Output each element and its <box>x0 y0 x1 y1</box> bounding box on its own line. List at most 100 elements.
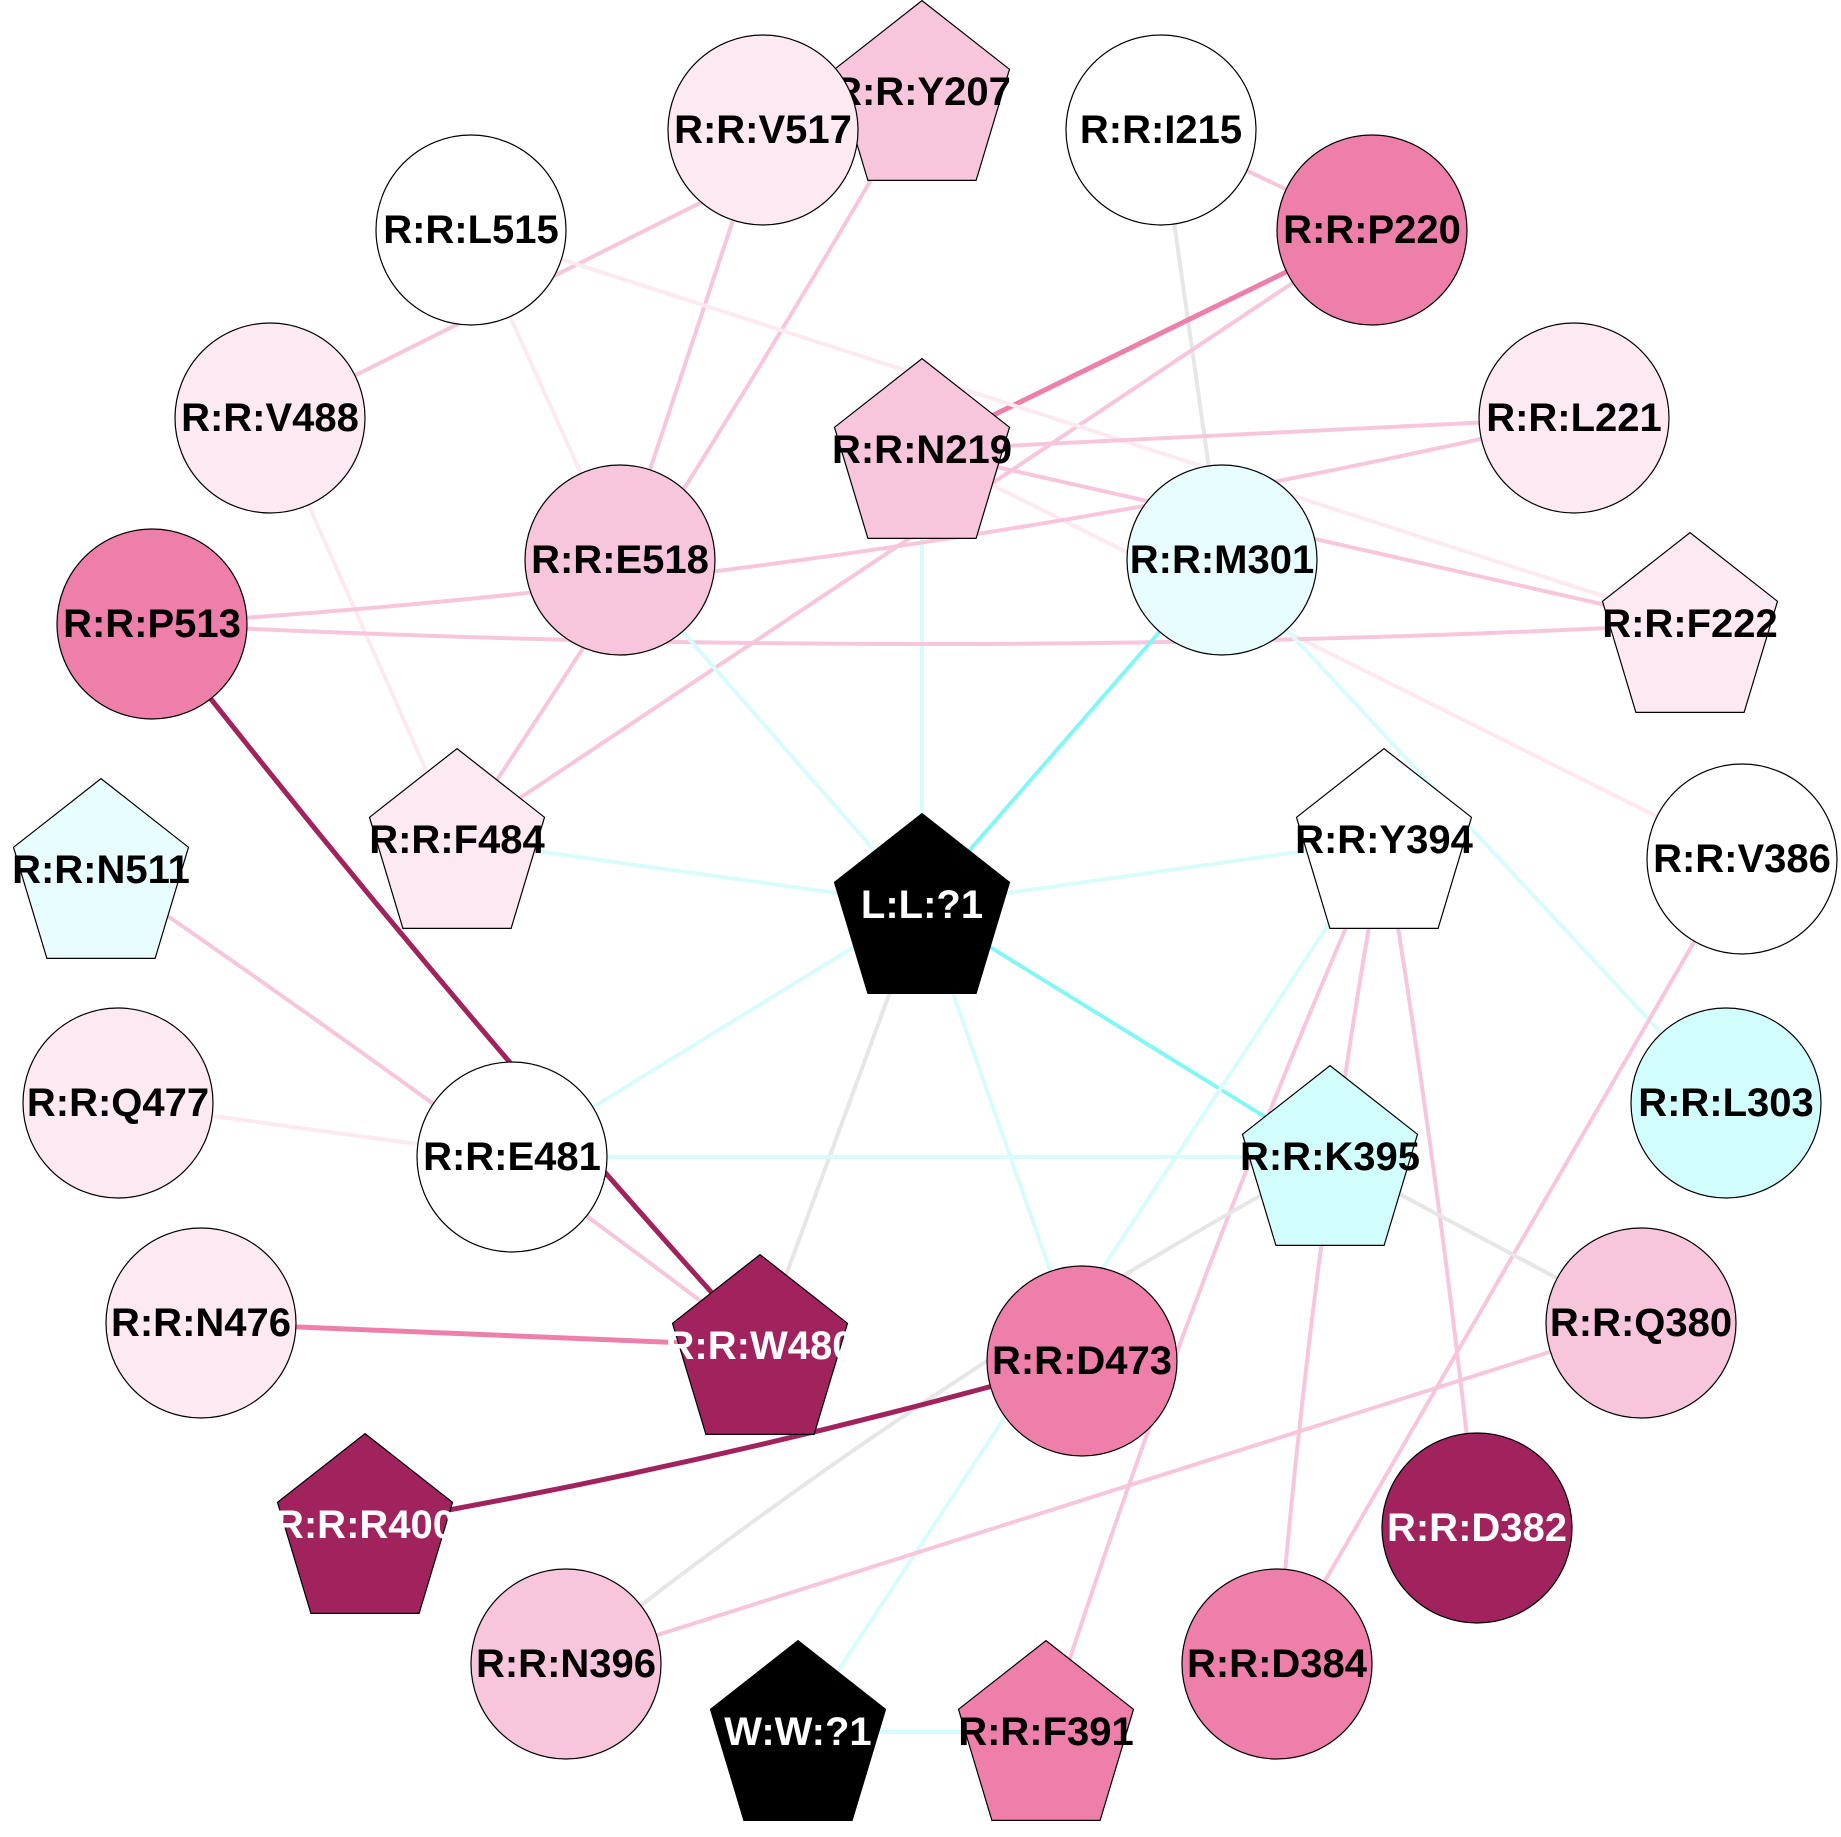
node-n511-label: R:R:N511 <box>12 848 190 892</box>
node-p513-label: R:R:P513 <box>63 602 241 646</box>
node-n219-label: R:R:N219 <box>832 428 1012 472</box>
node-n511-pentagon <box>12 777 190 960</box>
node-f484-pentagon <box>368 747 546 930</box>
node-q477-label: R:R:Q477 <box>27 1081 209 1125</box>
node-e518-label: R:R:E518 <box>531 538 709 582</box>
edge-m301-l303 <box>1220 558 1728 1105</box>
node-p513-circle <box>56 528 248 720</box>
node-d384: R:R:D384 <box>1181 1568 1373 1760</box>
node-d382: R:R:D382 <box>1381 1432 1573 1624</box>
node-e481: R:R:E481 <box>416 1061 608 1253</box>
node-l303-circle <box>1630 1007 1822 1199</box>
edge-y394-d382 <box>1382 839 1479 1529</box>
node-w1-pentagon <box>709 1639 887 1822</box>
node-l221: R:R:L221 <box>1478 322 1670 514</box>
node-l515: R:R:L515 <box>375 134 567 326</box>
edge-l221-p513 <box>151 416 1575 626</box>
node-i215-circle <box>1065 34 1257 226</box>
edge-n219-v386 <box>921 448 1743 861</box>
node-n476: R:R:N476 <box>105 1227 297 1419</box>
node-f391: R:R:F391 <box>957 1639 1135 1822</box>
node-d473-circle <box>986 1265 1178 1457</box>
node-e518: R:R:E518 <box>524 464 716 656</box>
node-n219: R:R:N219 <box>832 357 1012 540</box>
node-w480-pentagon <box>671 1253 849 1436</box>
node-v488-label: R:R:V488 <box>181 396 359 440</box>
node-v488-circle <box>174 322 366 514</box>
node-v517: R:R:V517 <box>667 34 859 226</box>
edge-v386-d384 <box>1275 857 1744 1666</box>
edge-y394-d384 <box>1275 839 1386 1665</box>
edge-f222-p513 <box>151 622 1691 646</box>
node-n396-label: R:R:N396 <box>476 1642 656 1686</box>
node-l515-circle <box>375 134 567 326</box>
node-q477: R:R:Q477 <box>22 1007 214 1199</box>
node-q477-circle <box>22 1007 214 1199</box>
node-v517-circle <box>667 34 859 226</box>
node-e481-circle <box>416 1061 608 1253</box>
node-v386-circle <box>1646 763 1838 955</box>
node-w1: W:W:?1 <box>709 1639 887 1822</box>
edge-p513-w480 <box>150 622 762 1348</box>
node-y394-label: R:R:Y394 <box>1295 818 1474 862</box>
node-n396-circle <box>470 1568 662 1760</box>
node-p220-circle <box>1276 134 1468 326</box>
node-w480-label: R:R:W480 <box>666 1324 855 1368</box>
node-v386-label: R:R:V386 <box>1653 837 1831 881</box>
node-d382-circle <box>1381 1432 1573 1624</box>
node-f222-pentagon <box>1601 531 1779 714</box>
node-v488: R:R:V488 <box>174 322 366 514</box>
node-y394: R:R:Y394 <box>1295 747 1474 930</box>
node-l1-label: L:L:?1 <box>861 883 983 927</box>
node-f222: R:R:F222 <box>1601 531 1779 714</box>
node-q380-circle <box>1545 1227 1737 1419</box>
node-e481-label: R:R:E481 <box>423 1135 601 1179</box>
node-k395-label: R:R:K395 <box>1240 1135 1420 1179</box>
node-p220-label: R:R:P220 <box>1283 208 1461 252</box>
node-p220: R:R:P220 <box>1276 134 1468 326</box>
node-n219-pentagon <box>833 357 1011 540</box>
node-d384-circle <box>1181 1568 1373 1760</box>
node-k395: R:R:K395 <box>1240 1064 1420 1247</box>
node-l303-label: R:R:L303 <box>1638 1081 1814 1125</box>
node-l303: R:R:L303 <box>1630 1007 1822 1199</box>
node-q380: R:R:Q380 <box>1545 1227 1737 1419</box>
node-v517-label: R:R:V517 <box>674 108 852 152</box>
node-m301-circle <box>1126 464 1318 656</box>
node-f391-label: R:R:F391 <box>958 1710 1134 1754</box>
node-r400: R:R:R400 <box>275 1432 455 1615</box>
node-d473: R:R:D473 <box>986 1265 1178 1457</box>
node-l1: L:L:?1 <box>833 812 1011 995</box>
edge-d473-r400 <box>364 1358 1083 1528</box>
node-q380-label: R:R:Q380 <box>1550 1301 1732 1345</box>
node-y207-label: R:R:Y207 <box>833 70 1011 114</box>
node-r400-pentagon <box>276 1432 454 1615</box>
node-l221-circle <box>1478 322 1670 514</box>
node-y207: R:R:Y207 <box>833 0 1011 181</box>
node-l1-pentagon <box>833 812 1011 995</box>
node-d384-label: R:R:D384 <box>1187 1642 1368 1686</box>
node-m301: R:R:M301 <box>1126 464 1318 656</box>
node-i215: R:R:I215 <box>1065 34 1257 226</box>
edge-n219-l221 <box>921 416 1575 452</box>
edge-y207-f484 <box>455 91 924 842</box>
node-e518-circle <box>524 464 716 656</box>
node-w480: R:R:W480 <box>666 1253 855 1436</box>
node-n476-label: R:R:N476 <box>111 1301 291 1345</box>
node-f484: R:R:F484 <box>368 747 546 930</box>
node-n511: R:R:N511 <box>12 777 190 960</box>
node-p513: R:R:P513 <box>56 528 248 720</box>
node-f391-pentagon <box>957 1639 1135 1822</box>
node-y207-pentagon <box>833 0 1011 181</box>
node-n396: R:R:N396 <box>470 1568 662 1760</box>
node-r400-label: R:R:R400 <box>275 1503 455 1547</box>
edge-y394-f391 <box>1044 839 1386 1733</box>
node-k395-pentagon <box>1241 1064 1419 1247</box>
node-w1-label: W:W:?1 <box>724 1710 871 1754</box>
node-f484-label: R:R:F484 <box>369 818 545 862</box>
node-m301-label: R:R:M301 <box>1130 538 1314 582</box>
node-n476-circle <box>105 1227 297 1419</box>
node-l515-label: R:R:L515 <box>383 208 559 252</box>
node-d382-label: R:R:D382 <box>1387 1506 1567 1550</box>
